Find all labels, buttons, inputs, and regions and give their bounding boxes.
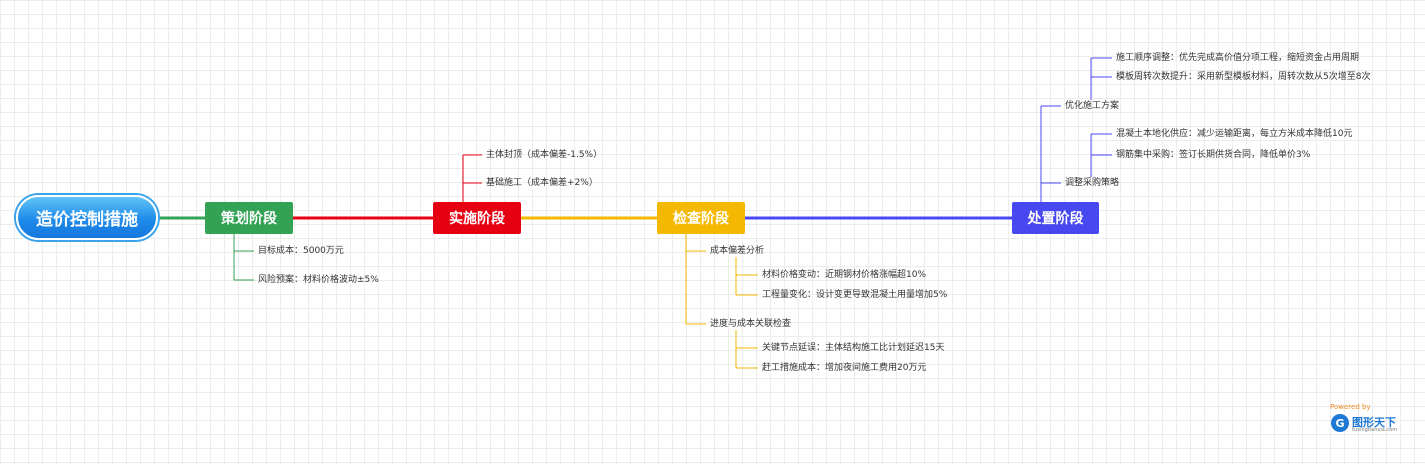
handling-sequence-adjust[interactable]: 施工顺序调整：优先完成高价值分项工程，缩短资金占用周期 [1116,53,1360,63]
stage-implementation[interactable]: 实施阶段 [433,202,521,234]
stage-inspection[interactable]: 检查阶段 [657,202,745,234]
handling-formwork-turnover[interactable]: 模板周转次数提升：采用新型模板材料，周转次数从5次增至8次 [1116,72,1371,82]
stage-planning[interactable]: 策划阶段 [205,202,293,234]
watermark-brand: 图形天下 [1352,416,1396,429]
watermark-logo-icon: G [1331,414,1349,432]
handling-procurement[interactable]: 调整采购策略 [1065,178,1120,188]
stage-handling[interactable]: 处置阶段 [1012,202,1099,234]
handling-local-concrete[interactable]: 混凝土本地化供应：减少运输距离，每立方米成本降低10元 [1116,129,1353,139]
implementation-item-foundation[interactable]: 基础施工（成本偏差+2%） [486,178,598,188]
root-node[interactable]: 造价控制措施 [16,195,158,240]
inspection-quantity-change[interactable]: 工程量变化：设计变更导致混凝土用量增加5% [762,290,948,300]
implementation-item-topping-out[interactable]: 主体封顶（成本偏差-1.5%） [486,150,603,160]
handling-rebar-purchase[interactable]: 钢筋集中采购：签订长期供货合同，降低单价3% [1116,150,1311,160]
planning-item-target-cost[interactable]: 目标成本：5000万元 [258,246,344,256]
watermark-sub: tuxingtianxia.com [1352,427,1398,433]
inspection-material-price[interactable]: 材料价格变动：近期钢材价格涨幅超10% [762,270,927,280]
handling-optimize-plan[interactable]: 优化施工方案 [1065,101,1120,111]
inspection-node-delay[interactable]: 关键节点延误：主体结构施工比计划延迟15天 [762,343,945,353]
inspection-cost-analysis[interactable]: 成本偏差分析 [710,246,765,256]
planning-item-risk-plan[interactable]: 风险预案：材料价格波动±5% [258,275,379,285]
inspection-rush-cost[interactable]: 赶工措施成本：增加夜间施工费用20万元 [762,363,927,373]
inspection-schedule-check[interactable]: 进度与成本关联检查 [710,319,792,329]
watermark-powered-by: Powered by [1330,403,1371,411]
